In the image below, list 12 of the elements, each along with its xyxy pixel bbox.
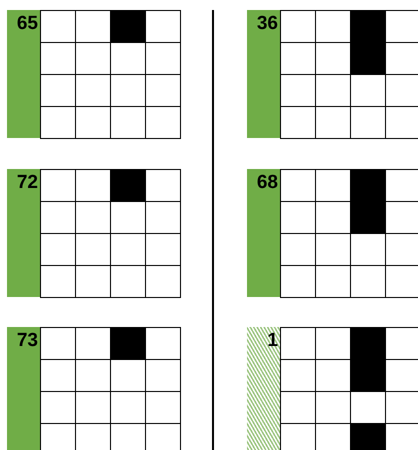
number-label: 72 [16, 173, 38, 192]
label-bar [7, 10, 40, 138]
number-label: 36 [256, 14, 278, 33]
label-bar [7, 169, 40, 297]
number-label: 65 [16, 14, 38, 33]
label-bar [247, 169, 280, 297]
label-bar [247, 10, 280, 138]
number-label: 1 [267, 331, 278, 350]
number-label: 73 [16, 331, 38, 350]
number-label: 68 [256, 173, 278, 192]
label-bar [7, 327, 40, 450]
label-bar [247, 327, 280, 450]
